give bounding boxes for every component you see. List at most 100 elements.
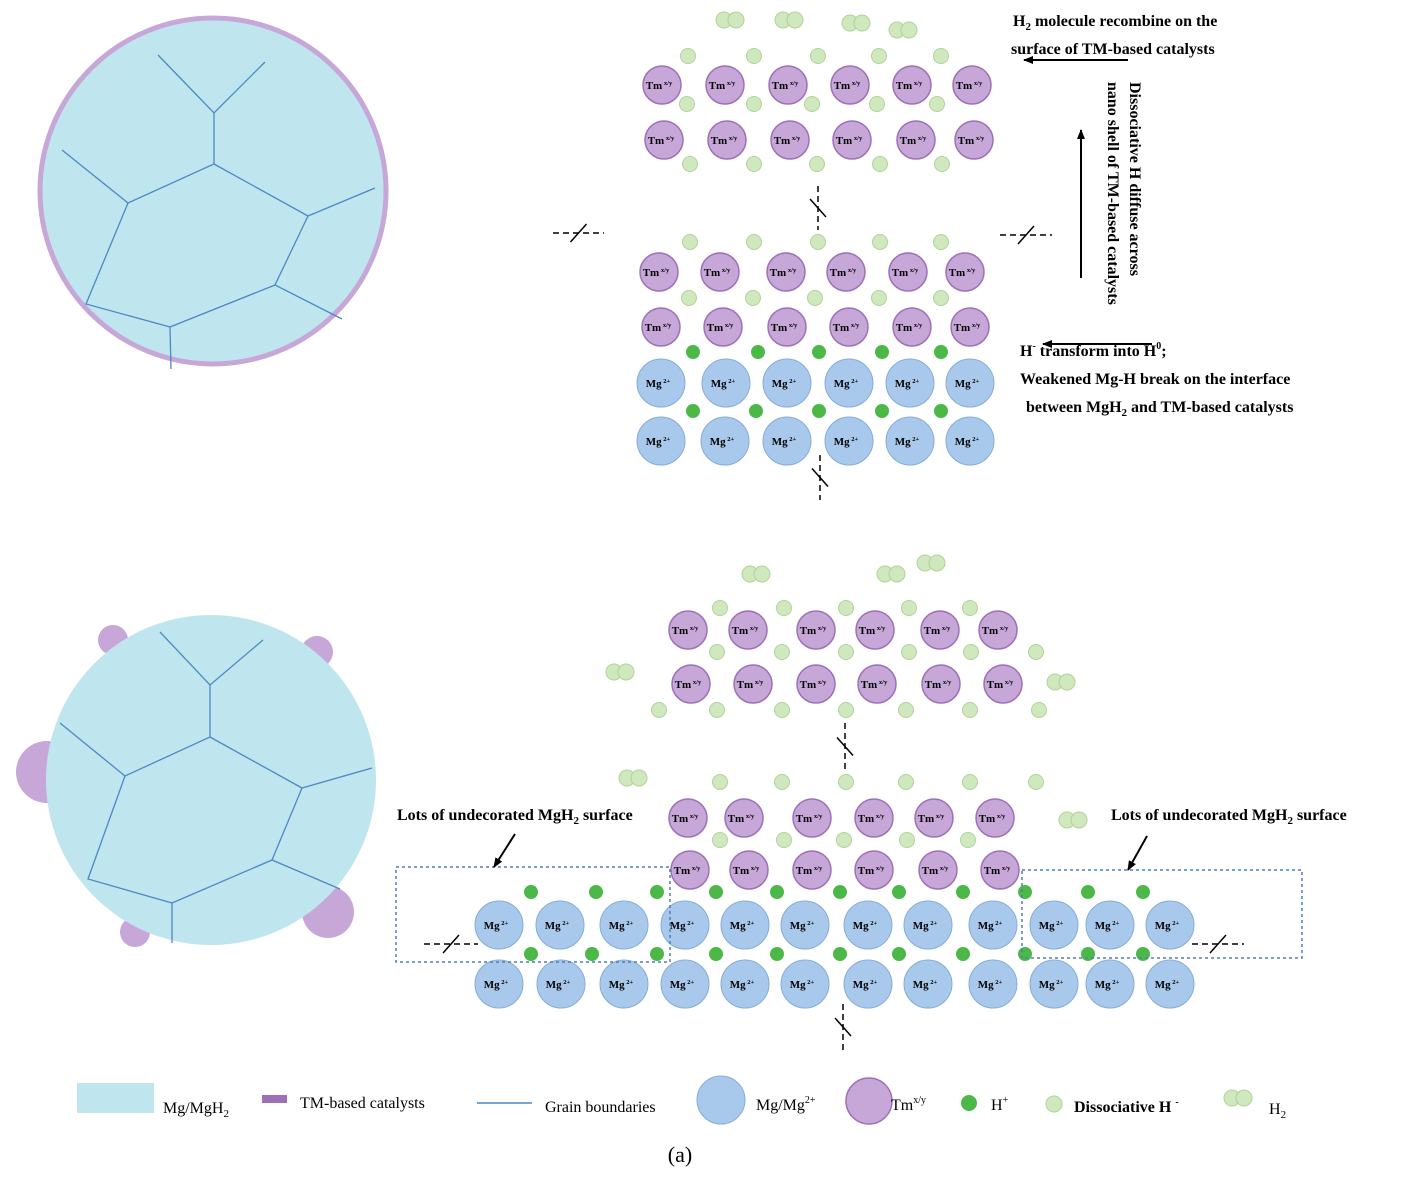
ion-label: Mg 2+ bbox=[730, 920, 755, 932]
mg-atom: Mg 2+ bbox=[824, 416, 874, 466]
mg-atom: Mg 2+ bbox=[700, 416, 750, 466]
dissociative-h-atom bbox=[838, 600, 854, 616]
dissociative-h-atom bbox=[898, 774, 914, 790]
mg-atom: Mg 2+ bbox=[636, 358, 686, 408]
h2-molecule bbox=[1223, 1089, 1253, 1107]
ion-label: Mg 2+ bbox=[834, 378, 859, 390]
h-plus-atom bbox=[749, 404, 763, 418]
ion-label: Mg 2+ bbox=[1039, 920, 1064, 932]
top-grain-line-3 bbox=[85, 202, 172, 370]
ion-label: Tm x/y bbox=[984, 865, 1011, 877]
mg-atom: Mg 2+ bbox=[599, 900, 649, 950]
dissociative-h-atom bbox=[682, 156, 698, 172]
mg-atom: Mg 2+ bbox=[762, 416, 812, 466]
dissociative-h-atom bbox=[651, 702, 667, 718]
undecorated-right-arrow bbox=[1127, 835, 1148, 871]
h-plus-atom bbox=[589, 885, 603, 899]
dissociative-h-atom bbox=[872, 156, 888, 172]
h2-molecule bbox=[741, 565, 771, 583]
top-grain-line-5 bbox=[169, 284, 276, 328]
tm-atom: Tm x/y bbox=[670, 850, 710, 890]
ion-label: Mg 2+ bbox=[1039, 979, 1064, 991]
ion-label: Mg 2+ bbox=[484, 920, 509, 932]
annotation-transform-line3: between MgH2 and TM-based catalysts bbox=[1026, 399, 1293, 419]
ion-label: Mg 2+ bbox=[1155, 979, 1180, 991]
dissociative-h-atom bbox=[807, 290, 823, 306]
tm-atom: Tm x/y bbox=[983, 664, 1023, 704]
ion-label: Tm x/y bbox=[859, 625, 886, 637]
ion-label: Tm x/y bbox=[674, 865, 701, 877]
ion-label: Tm x/y bbox=[830, 267, 857, 279]
ion-label: Tm x/y bbox=[796, 865, 823, 877]
undecorated-right-box bbox=[1021, 869, 1303, 959]
h-plus-atom bbox=[686, 404, 700, 418]
dissociative-h-atom bbox=[810, 234, 826, 250]
bottom-grain-boundaries bbox=[59, 631, 373, 943]
ion-label: Tm x/y bbox=[956, 80, 983, 92]
mg-atom: Mg 2+ bbox=[824, 358, 874, 408]
annotation-recombine-line2: surface of TM-based catalysts bbox=[1011, 41, 1215, 58]
ion-label: Tm x/y bbox=[896, 322, 923, 334]
h-plus-atom bbox=[1081, 885, 1095, 899]
dissociative-h-atom bbox=[901, 600, 917, 616]
undecorated-right-label: Lots of undecorated MgH2 surface bbox=[1111, 807, 1347, 827]
ion-label: Tm x/y bbox=[711, 135, 738, 147]
ion-label: Tm x/y bbox=[648, 135, 675, 147]
dissociative-h-atom bbox=[963, 644, 979, 660]
dissociative-h-atom bbox=[872, 234, 888, 250]
mg-atom: Mg 2+ bbox=[474, 900, 524, 950]
ion-label: Tm x/y bbox=[836, 135, 863, 147]
ion-label: Mg 2+ bbox=[790, 920, 815, 932]
dissociative-h-atom bbox=[809, 156, 825, 172]
ion-label: Tm x/y bbox=[707, 322, 734, 334]
ion-label: Mg 2+ bbox=[609, 979, 634, 991]
mg-atom: Mg 2+ bbox=[968, 959, 1018, 1009]
mg-atom: Mg 2+ bbox=[780, 900, 830, 950]
ion-label: Tm x/y bbox=[772, 80, 799, 92]
tm-atom: Tm x/y bbox=[914, 798, 954, 838]
legend-tm-ion-label: Tmx/y bbox=[891, 1095, 926, 1114]
ion-label: Tm x/y bbox=[925, 679, 952, 691]
h-plus-atom bbox=[751, 345, 765, 359]
break-bottom-right bbox=[1192, 934, 1244, 954]
undecorated-left-label: Lots of undecorated MgH2 surface bbox=[397, 807, 633, 827]
ion-label: Mg 2+ bbox=[772, 436, 797, 448]
break-top-mid bbox=[809, 186, 827, 230]
tm-atom: Tm x/y bbox=[945, 252, 985, 292]
h-plus-atom bbox=[770, 947, 784, 961]
mg-atom: Mg 2+ bbox=[885, 358, 935, 408]
legend-mg-mgh2-label: Mg/MgH2 bbox=[163, 1100, 229, 1120]
tm-atom: Tm x/y bbox=[854, 850, 894, 890]
break-bottom-bottom bbox=[834, 1004, 852, 1050]
top-grain-particle bbox=[37, 15, 389, 370]
dissociative-h-atom bbox=[1031, 702, 1047, 718]
h2-molecule bbox=[876, 565, 906, 583]
mg-atom: Mg 2+ bbox=[903, 959, 953, 1009]
ion-label: Tm x/y bbox=[643, 267, 670, 279]
h-plus-atom bbox=[1018, 885, 1032, 899]
dissociative-h-atom bbox=[776, 832, 792, 848]
dissociative-h-atom bbox=[871, 48, 887, 64]
break-bottom-left bbox=[424, 934, 478, 954]
h-plus-atom bbox=[934, 345, 948, 359]
dissociative-h-atom bbox=[838, 774, 854, 790]
ion-label: Tm x/y bbox=[987, 679, 1014, 691]
h-plus-atom bbox=[833, 885, 847, 899]
ion-label: Tm x/y bbox=[675, 679, 702, 691]
mg-atom: Mg 2+ bbox=[720, 959, 770, 1009]
mg-atom: Mg 2+ bbox=[1029, 959, 1079, 1009]
break-bottom-mid bbox=[836, 723, 854, 770]
break-top-left bbox=[553, 223, 604, 243]
mg-atom: Mg 2+ bbox=[843, 959, 893, 1009]
ion-label: Mg 2+ bbox=[710, 436, 735, 448]
ion-label: Tm x/y bbox=[954, 322, 981, 334]
mg-atom: Mg 2+ bbox=[762, 358, 812, 408]
ion-label: Tm x/y bbox=[709, 80, 736, 92]
legend-dissociative-h-label: Dissociative H - bbox=[1074, 1097, 1179, 1116]
tm-atom: Tm x/y bbox=[892, 307, 932, 347]
legend-h-plus-swatch bbox=[961, 1095, 977, 1111]
dissociative-h-atom bbox=[838, 644, 854, 660]
tm-atom: Tm x/y bbox=[668, 798, 708, 838]
ion-label: Mg 2+ bbox=[913, 920, 938, 932]
undecorated-right: Lots of undecorated MgH2 surface bbox=[1021, 807, 1347, 959]
